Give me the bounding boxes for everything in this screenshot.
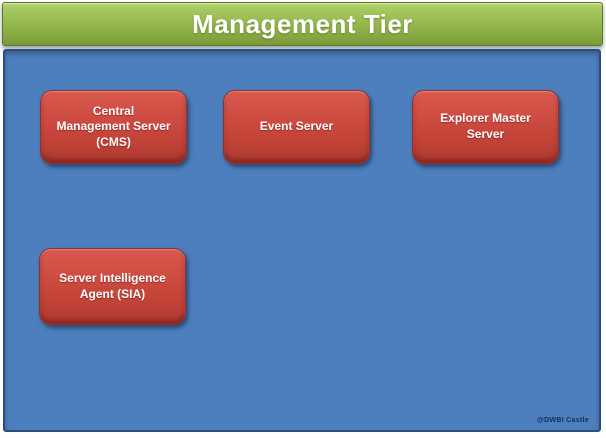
watermark: @DWBI Castle [536, 417, 589, 424]
management-tier-header: Management Tier [2, 2, 603, 46]
node-label: Central Management Server (CMS) [56, 103, 171, 149]
node-server-intelligence-agent-sia: Server Intelligence Agent (SIA) [39, 248, 186, 325]
node-label: Explorer Master Server [440, 111, 531, 141]
node-label: Server Intelligence Agent (SIA) [59, 270, 166, 301]
node-event-server: Event Server [223, 90, 370, 164]
page-title: Management Tier [192, 8, 413, 39]
management-tier-panel: Central Management Server (CMS) Event Se… [3, 49, 601, 432]
node-explorer-master-server: Explorer Master Server [412, 90, 559, 164]
node-central-management-server-cms: Central Management Server (CMS) [40, 90, 187, 164]
node-label: Event Server [259, 119, 334, 134]
